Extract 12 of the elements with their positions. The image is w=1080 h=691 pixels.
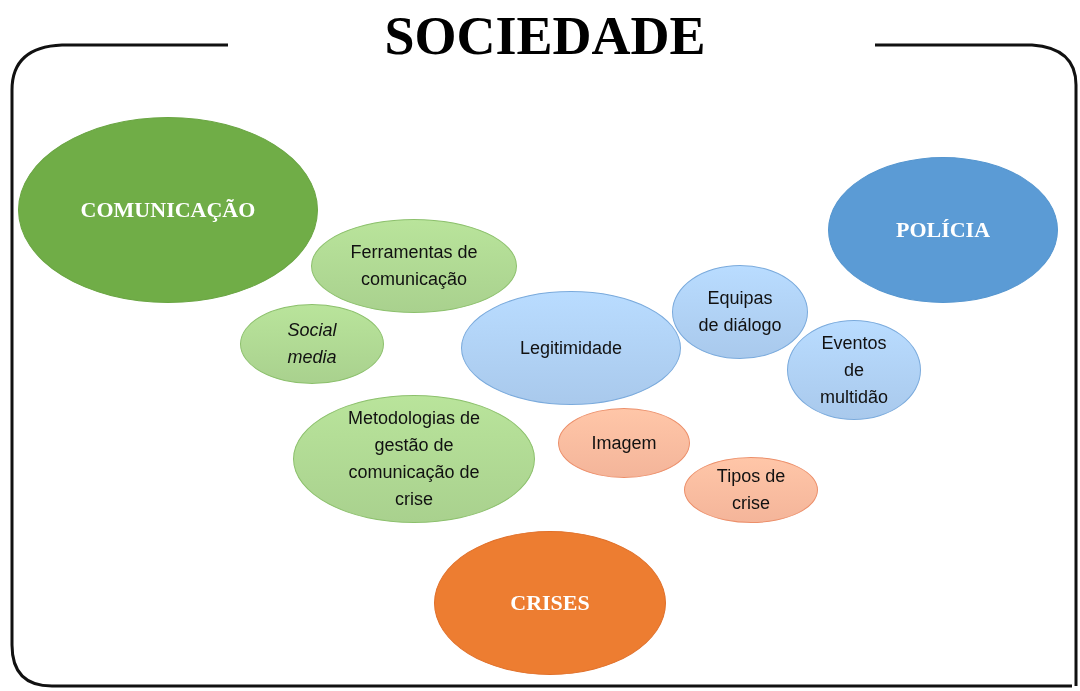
topic-label: Ferramentas de comunicação — [349, 241, 479, 291]
topic-label: COMUNICAÇÃO — [80, 197, 256, 223]
topic-label: Imagem — [591, 431, 657, 455]
topic-label: Social media — [286, 319, 338, 369]
topic-label: Metodologias de gestão de comunicação de crise — [346, 407, 482, 511]
topic-label: Equipas de diálogo — [697, 287, 783, 337]
topic-label: POLÍCIA — [895, 217, 991, 243]
topic-label: Eventos de multidão — [818, 331, 889, 409]
topic-label: CRISES — [510, 590, 590, 616]
topic-label: Tipos de crise — [715, 465, 787, 515]
topic-label: Legitimidade — [519, 336, 623, 360]
container-title: SOCIEDADE — [383, 9, 707, 63]
